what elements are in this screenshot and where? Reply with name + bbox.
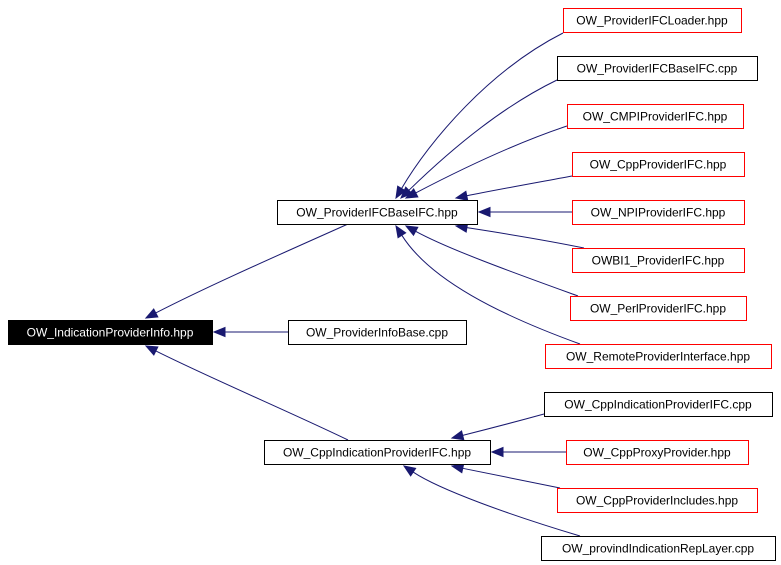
edge-line bbox=[155, 223, 349, 314]
node-label: OWBI1_ProviderIFC.hpp bbox=[592, 254, 725, 268]
arrow-head-icon bbox=[400, 186, 413, 199]
edge-line bbox=[401, 235, 581, 345]
arrow-head-icon bbox=[404, 225, 419, 237]
edge-cmpi_hpp-to-ifcbase_hpp bbox=[404, 125, 568, 199]
node-loader-hpp[interactable]: OW_ProviderIFCLoader.hpp bbox=[563, 8, 742, 33]
node-label: OW_CppProxyProvider.hpp bbox=[583, 446, 731, 460]
edge-proxy_hpp-to-cppind_hpp bbox=[490, 446, 566, 458]
edge-line bbox=[412, 471, 581, 537]
node-box bbox=[541, 536, 776, 561]
edge-line bbox=[415, 230, 579, 297]
edge-line bbox=[466, 175, 573, 197]
arrow-head-icon bbox=[144, 345, 159, 356]
node-cpp-hpp[interactable]: OW_CppProviderIFC.hpp bbox=[572, 152, 745, 177]
node-label: OW_CppIndicationProviderIFC.hpp bbox=[283, 446, 471, 460]
arrow-head-icon bbox=[450, 430, 465, 441]
edge-cppind_cpp-to-cppind_hpp bbox=[450, 413, 545, 441]
node-label: OW_ProviderIFCBaseIFC.hpp bbox=[296, 206, 458, 220]
node-box bbox=[566, 440, 749, 465]
edge-line bbox=[155, 350, 349, 441]
node-box bbox=[8, 320, 213, 345]
edge-line bbox=[466, 227, 585, 249]
arrow-head-icon bbox=[395, 224, 407, 239]
node-label: OW_ProviderInfoBase.cpp bbox=[306, 326, 448, 340]
node-root: OW_IndicationProviderInfo.hpp bbox=[8, 320, 213, 345]
arrow-head-icon bbox=[404, 188, 419, 199]
node-label: OW_CppProviderIncludes.hpp bbox=[576, 494, 738, 508]
arrow-head-icon bbox=[212, 326, 226, 338]
node-cppind-cpp[interactable]: OW_CppIndicationProviderIFC.cpp bbox=[544, 392, 773, 417]
node-infobase-cpp[interactable]: OW_ProviderInfoBase.cpp bbox=[288, 320, 467, 345]
node-label: OW_RemoteProviderInterface.hpp bbox=[566, 350, 750, 364]
node-npi-hpp[interactable]: OW_NPIProviderIFC.hpp bbox=[572, 200, 745, 225]
edge-replayer_cpp-to-cppind_hpp bbox=[402, 465, 581, 537]
edge-line bbox=[462, 467, 561, 489]
node-box bbox=[572, 200, 745, 225]
nodes-layer: OW_IndicationProviderInfo.hpp OW_Provider… bbox=[8, 8, 776, 561]
edge-line bbox=[462, 413, 545, 436]
edge-cpp_hpp-to-ifcbase_hpp bbox=[454, 175, 573, 201]
edge-infobase_cpp-to-root bbox=[212, 326, 288, 338]
edge-npi_hpp-to-ifcbase_hpp bbox=[477, 206, 572, 218]
node-ifcbase-hpp[interactable]: OW_ProviderIFCBaseIFC.hpp bbox=[277, 200, 478, 225]
node-label: OW_CMPIProviderIFC.hpp bbox=[583, 110, 728, 124]
node-replayer-cpp[interactable]: OW_provindIndicationRepLayer.cpp bbox=[541, 536, 776, 561]
node-box bbox=[563, 8, 742, 33]
node-cppind-hpp[interactable]: OW_CppIndicationProviderIFC.hpp bbox=[264, 440, 491, 465]
node-label: OW_NPIProviderIFC.hpp bbox=[591, 206, 726, 220]
node-label: OW_CppIndicationProviderIFC.cpp bbox=[564, 398, 752, 412]
node-ifcbase-cpp[interactable]: OW_ProviderIFCBaseIFC.cpp bbox=[557, 56, 758, 81]
node-box bbox=[567, 104, 744, 129]
node-box bbox=[572, 248, 745, 273]
arrow-head-icon bbox=[450, 463, 465, 474]
node-box bbox=[570, 296, 747, 321]
edge-line bbox=[415, 125, 568, 194]
arrow-head-icon bbox=[454, 190, 469, 201]
arrow-head-icon bbox=[490, 446, 504, 458]
edges-layer bbox=[144, 32, 585, 537]
edge-ifcbase_hpp-to-root bbox=[144, 223, 349, 319]
node-label: OW_PerlProviderIFC.hpp bbox=[590, 302, 726, 316]
node-box bbox=[572, 152, 745, 177]
node-label: OW_provindIndicationRepLayer.cpp bbox=[562, 542, 754, 556]
node-proxy-hpp[interactable]: OW_CppProxyProvider.hpp bbox=[566, 440, 749, 465]
node-box bbox=[544, 392, 773, 417]
node-includes-hpp[interactable]: OW_CppProviderIncludes.hpp bbox=[557, 488, 758, 513]
edge-line bbox=[401, 32, 564, 189]
edge-includes_hpp-to-cppind_hpp bbox=[450, 463, 561, 489]
node-box bbox=[557, 56, 758, 81]
edge-perl_hpp-to-ifcbase_hpp bbox=[404, 225, 579, 297]
node-box bbox=[277, 200, 478, 225]
edge-ifcbase_cpp-to-ifcbase_hpp bbox=[400, 79, 558, 199]
node-box bbox=[264, 440, 491, 465]
arrow-head-icon bbox=[144, 308, 159, 319]
node-cmpi-hpp[interactable]: OW_CMPIProviderIFC.hpp bbox=[567, 104, 744, 129]
node-box bbox=[557, 488, 758, 513]
node-box bbox=[545, 344, 772, 369]
edge-loader_hpp-to-ifcbase_hpp bbox=[395, 32, 564, 200]
node-label: OW_ProviderIFCBaseIFC.cpp bbox=[577, 62, 738, 76]
node-perl-hpp[interactable]: OW_PerlProviderIFC.hpp bbox=[570, 296, 747, 321]
edge-line bbox=[408, 79, 558, 191]
node-remote-hpp[interactable]: OW_RemoteProviderInterface.hpp bbox=[545, 344, 772, 369]
edge-remote_hpp-to-ifcbase_hpp bbox=[395, 224, 581, 345]
node-label: OW_ProviderIFCLoader.hpp bbox=[576, 14, 728, 28]
node-box bbox=[288, 320, 467, 345]
edge-bi1_hpp-to-ifcbase_hpp bbox=[454, 222, 585, 249]
arrow-head-icon bbox=[395, 185, 407, 200]
edge-cppind_hpp-to-root bbox=[144, 345, 349, 441]
node-label: OW_CppProviderIFC.hpp bbox=[590, 158, 727, 172]
arrow-head-icon bbox=[402, 465, 417, 477]
arrow-head-icon bbox=[477, 206, 491, 218]
node-label: OW_IndicationProviderInfo.hpp bbox=[27, 326, 194, 340]
node-bi1-hpp[interactable]: OWBI1_ProviderIFC.hpp bbox=[572, 248, 745, 273]
